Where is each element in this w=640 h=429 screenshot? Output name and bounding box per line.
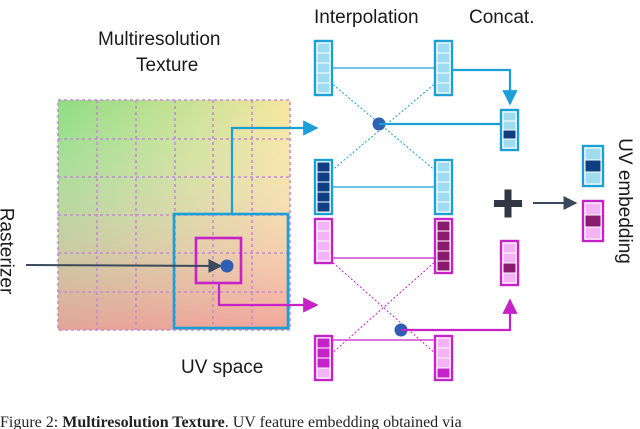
figure-caption: Figure 2: Multiresolution Texture. UV fe… bbox=[0, 414, 462, 429]
vector-cell bbox=[436, 161, 451, 173]
vector-cell bbox=[436, 201, 451, 213]
vector-cell bbox=[316, 191, 331, 203]
concat-label: Concat. bbox=[469, 7, 535, 28]
vector-cell bbox=[502, 262, 517, 274]
vector-cell bbox=[436, 250, 451, 262]
vector-cell bbox=[316, 161, 331, 173]
vector-cell bbox=[316, 82, 331, 94]
vector-cell bbox=[584, 202, 602, 216]
vector-cell bbox=[502, 111, 517, 122]
vector-cell bbox=[436, 62, 451, 74]
vector-cell bbox=[584, 214, 602, 228]
vector-cell bbox=[316, 240, 331, 252]
vector-blue-bottom-left bbox=[313, 158, 334, 216]
vector-cell bbox=[584, 171, 602, 185]
vector-embedding-magenta bbox=[581, 199, 605, 243]
vector-cell bbox=[316, 220, 331, 232]
rasterizer-label: Rasterizer bbox=[0, 207, 17, 295]
feature-vectors bbox=[313, 39, 605, 382]
vector-cell bbox=[436, 240, 451, 252]
vector-embedding-blue bbox=[581, 144, 605, 188]
vector-blue-bottom-right bbox=[433, 158, 454, 216]
vector-cell bbox=[502, 272, 517, 284]
uv-sample-point bbox=[220, 259, 234, 273]
vector-cell bbox=[316, 201, 331, 213]
uv-space-label: UV space bbox=[181, 357, 264, 378]
vector-cell bbox=[436, 260, 451, 272]
coarse-lookup-arrow bbox=[230, 120, 319, 214]
vector-cell bbox=[436, 357, 451, 369]
vector-cell bbox=[316, 367, 331, 379]
vector-cell bbox=[502, 252, 517, 264]
vector-magenta-top-right bbox=[433, 217, 454, 275]
fine-lookup-arrow bbox=[217, 283, 319, 313]
vector-magenta-bottom-left bbox=[313, 334, 334, 382]
caption-bold: Multiresolution Texture bbox=[62, 414, 225, 429]
multires-label-line1: Multiresolution bbox=[98, 29, 221, 50]
vector-cell bbox=[316, 181, 331, 193]
interpolation-label: Interpolation bbox=[314, 7, 419, 28]
vector-cell bbox=[316, 337, 331, 349]
vector-cell bbox=[584, 226, 602, 240]
magenta-concat-arrow bbox=[401, 298, 518, 332]
vector-cell bbox=[316, 72, 331, 84]
vector-cell bbox=[436, 347, 451, 359]
vector-cell bbox=[502, 120, 517, 131]
vector-cell bbox=[316, 347, 331, 359]
caption-prefix: Figure 2: bbox=[0, 414, 59, 429]
rasterizer-arrow bbox=[25, 258, 223, 273]
vector-cell bbox=[436, 42, 451, 54]
vector-cell bbox=[436, 191, 451, 203]
vector-cell bbox=[436, 230, 451, 242]
vector-cell bbox=[316, 357, 331, 369]
vector-cell bbox=[436, 82, 451, 94]
vector-cell bbox=[436, 367, 451, 379]
uv-embedding-label: UV embedding bbox=[613, 138, 635, 264]
vector-blue-concat bbox=[499, 108, 520, 152]
vector-cell bbox=[436, 171, 451, 183]
vector-cell bbox=[316, 62, 331, 74]
vector-cell bbox=[436, 337, 451, 349]
vector-cell bbox=[316, 52, 331, 64]
vector-cell bbox=[316, 250, 331, 262]
vector-magenta-top-left bbox=[313, 217, 334, 265]
vector-cell bbox=[584, 147, 602, 161]
vector-cell bbox=[502, 129, 517, 140]
vector-magenta-bottom-right bbox=[433, 334, 454, 382]
vector-magenta-concat bbox=[499, 239, 520, 287]
vector-blue-top-left bbox=[313, 39, 334, 97]
vector-cell bbox=[316, 230, 331, 242]
blue-concat-arrow bbox=[445, 68, 518, 106]
vector-cell bbox=[502, 138, 517, 149]
vector-cell bbox=[316, 171, 331, 183]
vector-blue-top-right bbox=[433, 39, 454, 97]
vector-cell bbox=[436, 220, 451, 232]
vector-cell bbox=[436, 72, 451, 84]
vector-cell bbox=[502, 242, 517, 254]
multires-label-line2: Texture bbox=[136, 55, 199, 76]
magenta-interpolation-frame bbox=[329, 257, 438, 356]
vector-cell bbox=[584, 159, 602, 173]
vector-cell bbox=[316, 42, 331, 54]
plus-icon bbox=[494, 189, 522, 218]
vector-cell bbox=[436, 181, 451, 193]
caption-rest: UV feature embedding obtained via bbox=[232, 414, 462, 429]
vector-cell bbox=[436, 52, 451, 64]
